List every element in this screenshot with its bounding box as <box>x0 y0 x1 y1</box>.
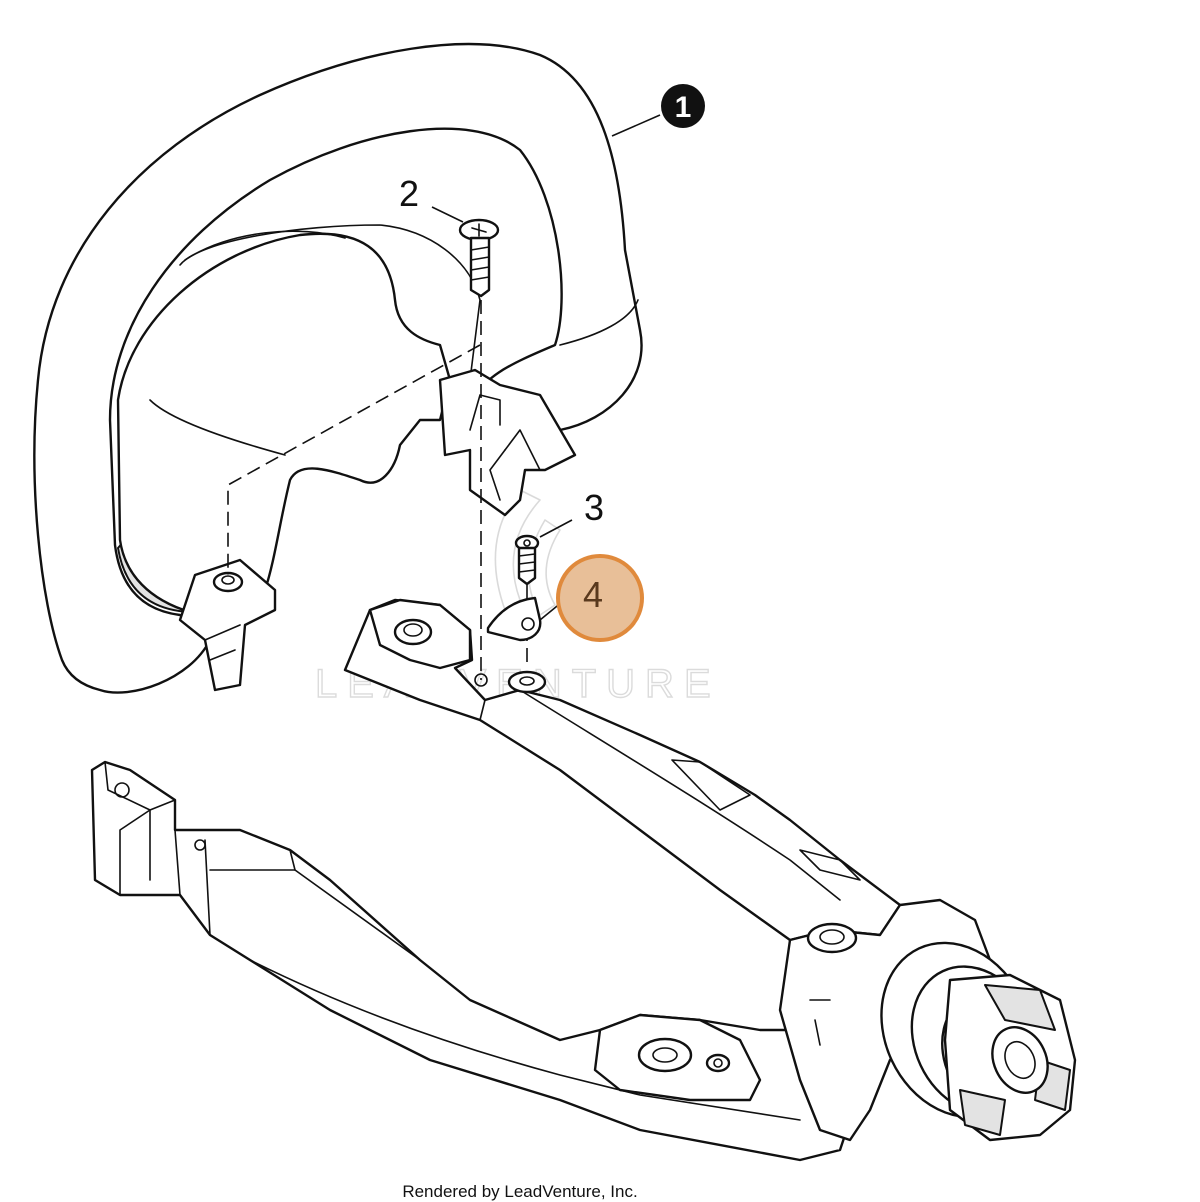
render-credit: Rendered by LeadVenture, Inc. <box>402 1182 638 1201</box>
screw-part-3 <box>514 534 540 586</box>
callout-4-highlight <box>556 554 644 642</box>
callout-4-label: 4 <box>583 574 603 615</box>
callout-1-label: 1 <box>675 91 692 124</box>
frame-arm <box>90 598 1077 1162</box>
screw-part-2 <box>458 218 500 298</box>
callout-3-label: 3 <box>584 487 604 528</box>
callout-2[interactable]: 2 <box>399 173 419 214</box>
washer-part-4 <box>486 596 542 642</box>
front-handle <box>33 42 643 694</box>
callout-4[interactable]: 4 <box>556 554 644 642</box>
callout-1-circle <box>661 84 705 128</box>
callout-2-label: 2 <box>399 173 419 214</box>
callout-1[interactable]: 1 <box>661 84 705 128</box>
callout-3[interactable]: 3 <box>584 487 604 528</box>
